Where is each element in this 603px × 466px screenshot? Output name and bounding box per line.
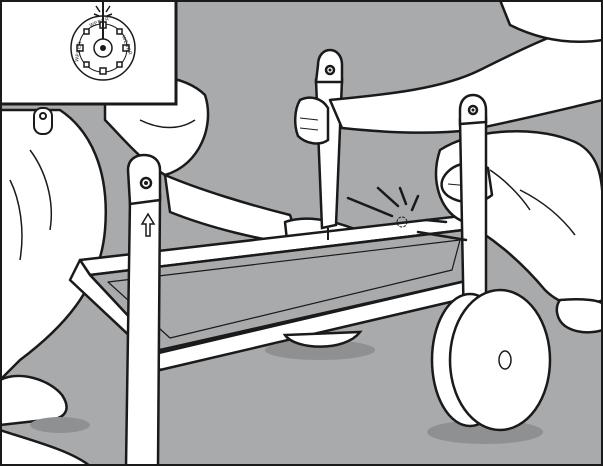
- front-left-leg: [126, 155, 160, 466]
- wheel: [432, 290, 550, 430]
- right-person-left-hand: [295, 98, 328, 144]
- rear-left-leg-top: [34, 108, 52, 134]
- inset-callout: WEBER WEBER WEBER: [0, 0, 176, 104]
